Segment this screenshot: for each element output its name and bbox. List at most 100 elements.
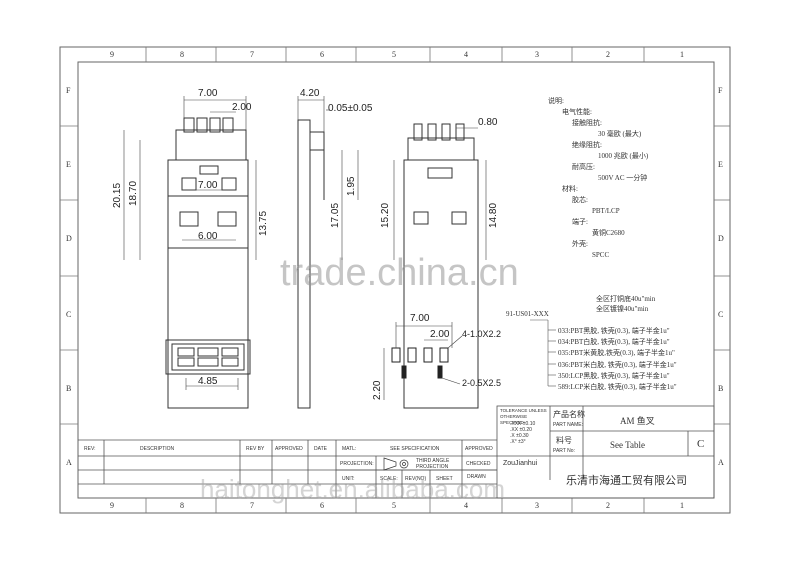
note-line: 端子: [572, 218, 588, 226]
drawn-by: ZouJianhui [503, 460, 538, 467]
note-line: 1000 兆欧 (最小) [598, 152, 649, 160]
revision-letter: C [697, 438, 705, 450]
row-label-B: B [66, 384, 72, 393]
dim-front-window-spacing: 6.00 [198, 231, 218, 242]
unit-label: UNIT: [342, 476, 355, 482]
variant-350: 350:LCP黑胶, 铁壳(0.3), 端子半金1u" [558, 372, 670, 380]
note-line: PBT/LCP [592, 207, 620, 215]
dim-side-length: 17.05 [330, 202, 341, 228]
variant-036: 036:PBT米白胶, 铁壳(0.3), 端子半金1u" [558, 361, 677, 369]
col-label-2: 2 [606, 50, 610, 59]
dim-footprint-pitch: 2.00 [430, 329, 450, 340]
col-label-4-bottom: 4 [464, 501, 468, 510]
note-line: 500V AC 一分钟 [598, 174, 648, 182]
front-view-dims [123, 96, 257, 260]
dim-end-shell-length: 14.80 [488, 202, 499, 228]
hdr-date: DATE [314, 446, 327, 452]
dim-bottom-width: 4.85 [198, 376, 218, 387]
col-label-5: 5 [392, 50, 396, 59]
approved-label: APPROVED [465, 446, 493, 452]
note-line: 黄铜C2680 [592, 229, 625, 237]
drawn-label: DRAWN [467, 474, 486, 480]
dim-end-body-length: 15.20 [380, 202, 391, 228]
projection-symbol [383, 457, 409, 471]
variant-033: 033:PBT黑胶, 铁壳(0.3), 端子半金1u" [558, 327, 670, 335]
footprint-part-code: 91-US01-XXX [506, 310, 549, 318]
side-view-dims [297, 96, 359, 260]
dim-front-pin-pitch: 2.00 [232, 102, 252, 113]
row-label-B-right: B [718, 384, 724, 393]
tolerance-row: .X° ±3° [510, 439, 526, 445]
see-specification: SEE SPECIFICATION [390, 446, 440, 452]
note-line: 耐高压: [572, 163, 595, 171]
col-label-5-bottom: 5 [392, 501, 396, 510]
part-no-en: PART No: [553, 448, 575, 454]
col-label-7: 7 [250, 50, 254, 59]
dim-front-body-length: 18.70 [128, 180, 139, 206]
col-label-7-bottom: 7 [250, 501, 254, 510]
scale-label: SCALE: [380, 476, 398, 482]
col-label-6: 6 [320, 50, 324, 59]
part-no-cn: 料号 [556, 436, 572, 445]
variant-589: 589:LCP米白胶, 铁壳(0.3), 端子半金1u" [558, 383, 677, 391]
hdr-rev: REV: [84, 446, 96, 452]
variant-035: 035:PBT米黄胶,铁壳(0.3), 端子半金1u" [558, 349, 675, 357]
row-label-F-right: F [718, 86, 723, 95]
col-label-1: 1 [680, 50, 684, 59]
pcb-footprint [391, 347, 449, 379]
tolerance-row: .X ±0.30 [510, 433, 529, 439]
hdr-rev-by: REV BY [246, 446, 265, 452]
row-label-D-right: D [718, 234, 724, 243]
note-line: 胶芯: [572, 196, 588, 204]
col-label-4: 4 [464, 50, 468, 59]
watermark-center: trade.china.cn [280, 252, 519, 294]
dim-footprint-slot-size: 2-0.5X2.5 [462, 378, 502, 388]
col-label-9: 9 [110, 50, 114, 59]
dim-side-thickness: 4.20 [300, 88, 320, 99]
rev-no-label: REV(NO) [405, 476, 427, 482]
note-line: 说明: [548, 97, 564, 105]
part-name-cn: 产品名称 [553, 410, 585, 419]
sheet-label: SHEET [436, 476, 453, 482]
side-view [297, 119, 325, 409]
outer-border [59, 46, 731, 514]
row-label-A: A [66, 458, 72, 467]
row-label-F: F [66, 86, 71, 95]
note-line: 接触阻抗: [572, 119, 602, 127]
projection-label: PROJECTION: [340, 461, 374, 467]
note-plating-copper: 全区打铜底40u"min [596, 295, 656, 303]
dim-footprint-row-spacing: 2.20 [372, 380, 383, 400]
variant-bracket [530, 319, 556, 387]
company-name: 乐清市海通工贸有限公司 [566, 475, 687, 487]
dim-front-width: 7.00 [198, 88, 218, 99]
part-no-value: See Table [610, 440, 645, 450]
dim-side-step: 1.95 [346, 176, 357, 196]
dim-footprint-width: 7.00 [410, 313, 430, 324]
col-label-3: 3 [535, 50, 539, 59]
spec-notes: 说明: 电气性能: 接触阻抗: 30 毫欧 (最大) 绝缘阻抗: 1000 兆欧… [548, 96, 718, 261]
row-label-A-right: A [718, 458, 724, 467]
col-label-1-bottom: 1 [680, 501, 684, 510]
note-plating-nickel: 全区镀镍40u"min [596, 305, 649, 313]
footprint-dims [383, 322, 463, 400]
dim-end-pin-width: 0.80 [478, 117, 498, 128]
part-name-value: AM 鱼叉 [620, 416, 655, 426]
note-line: 30 毫欧 (最大) [598, 130, 642, 138]
third-angle-label: THIRD ANGLE PROJECTION [416, 458, 450, 470]
bottom-view [165, 339, 251, 375]
end-view [403, 123, 479, 409]
note-line: 材料: [562, 185, 578, 193]
hdr-approved: APPROVED [275, 446, 303, 452]
row-label-C: C [66, 310, 72, 319]
dim-front-shell-length: 13.75 [258, 210, 269, 236]
tolerance-title: TOLERANCE UNLESS OTHERWISE SPECIFIED [500, 408, 547, 425]
bottom-view-dims [185, 378, 239, 390]
note-line: 电气性能: [562, 108, 592, 116]
row-label-E-right: E [718, 160, 723, 169]
row-label-E: E [66, 160, 71, 169]
dim-front-overall-length: 20.15 [112, 182, 123, 208]
inner-border [77, 61, 715, 499]
note-line: 绝缘阻抗: [572, 141, 602, 149]
col-label-8-bottom: 8 [180, 501, 184, 510]
